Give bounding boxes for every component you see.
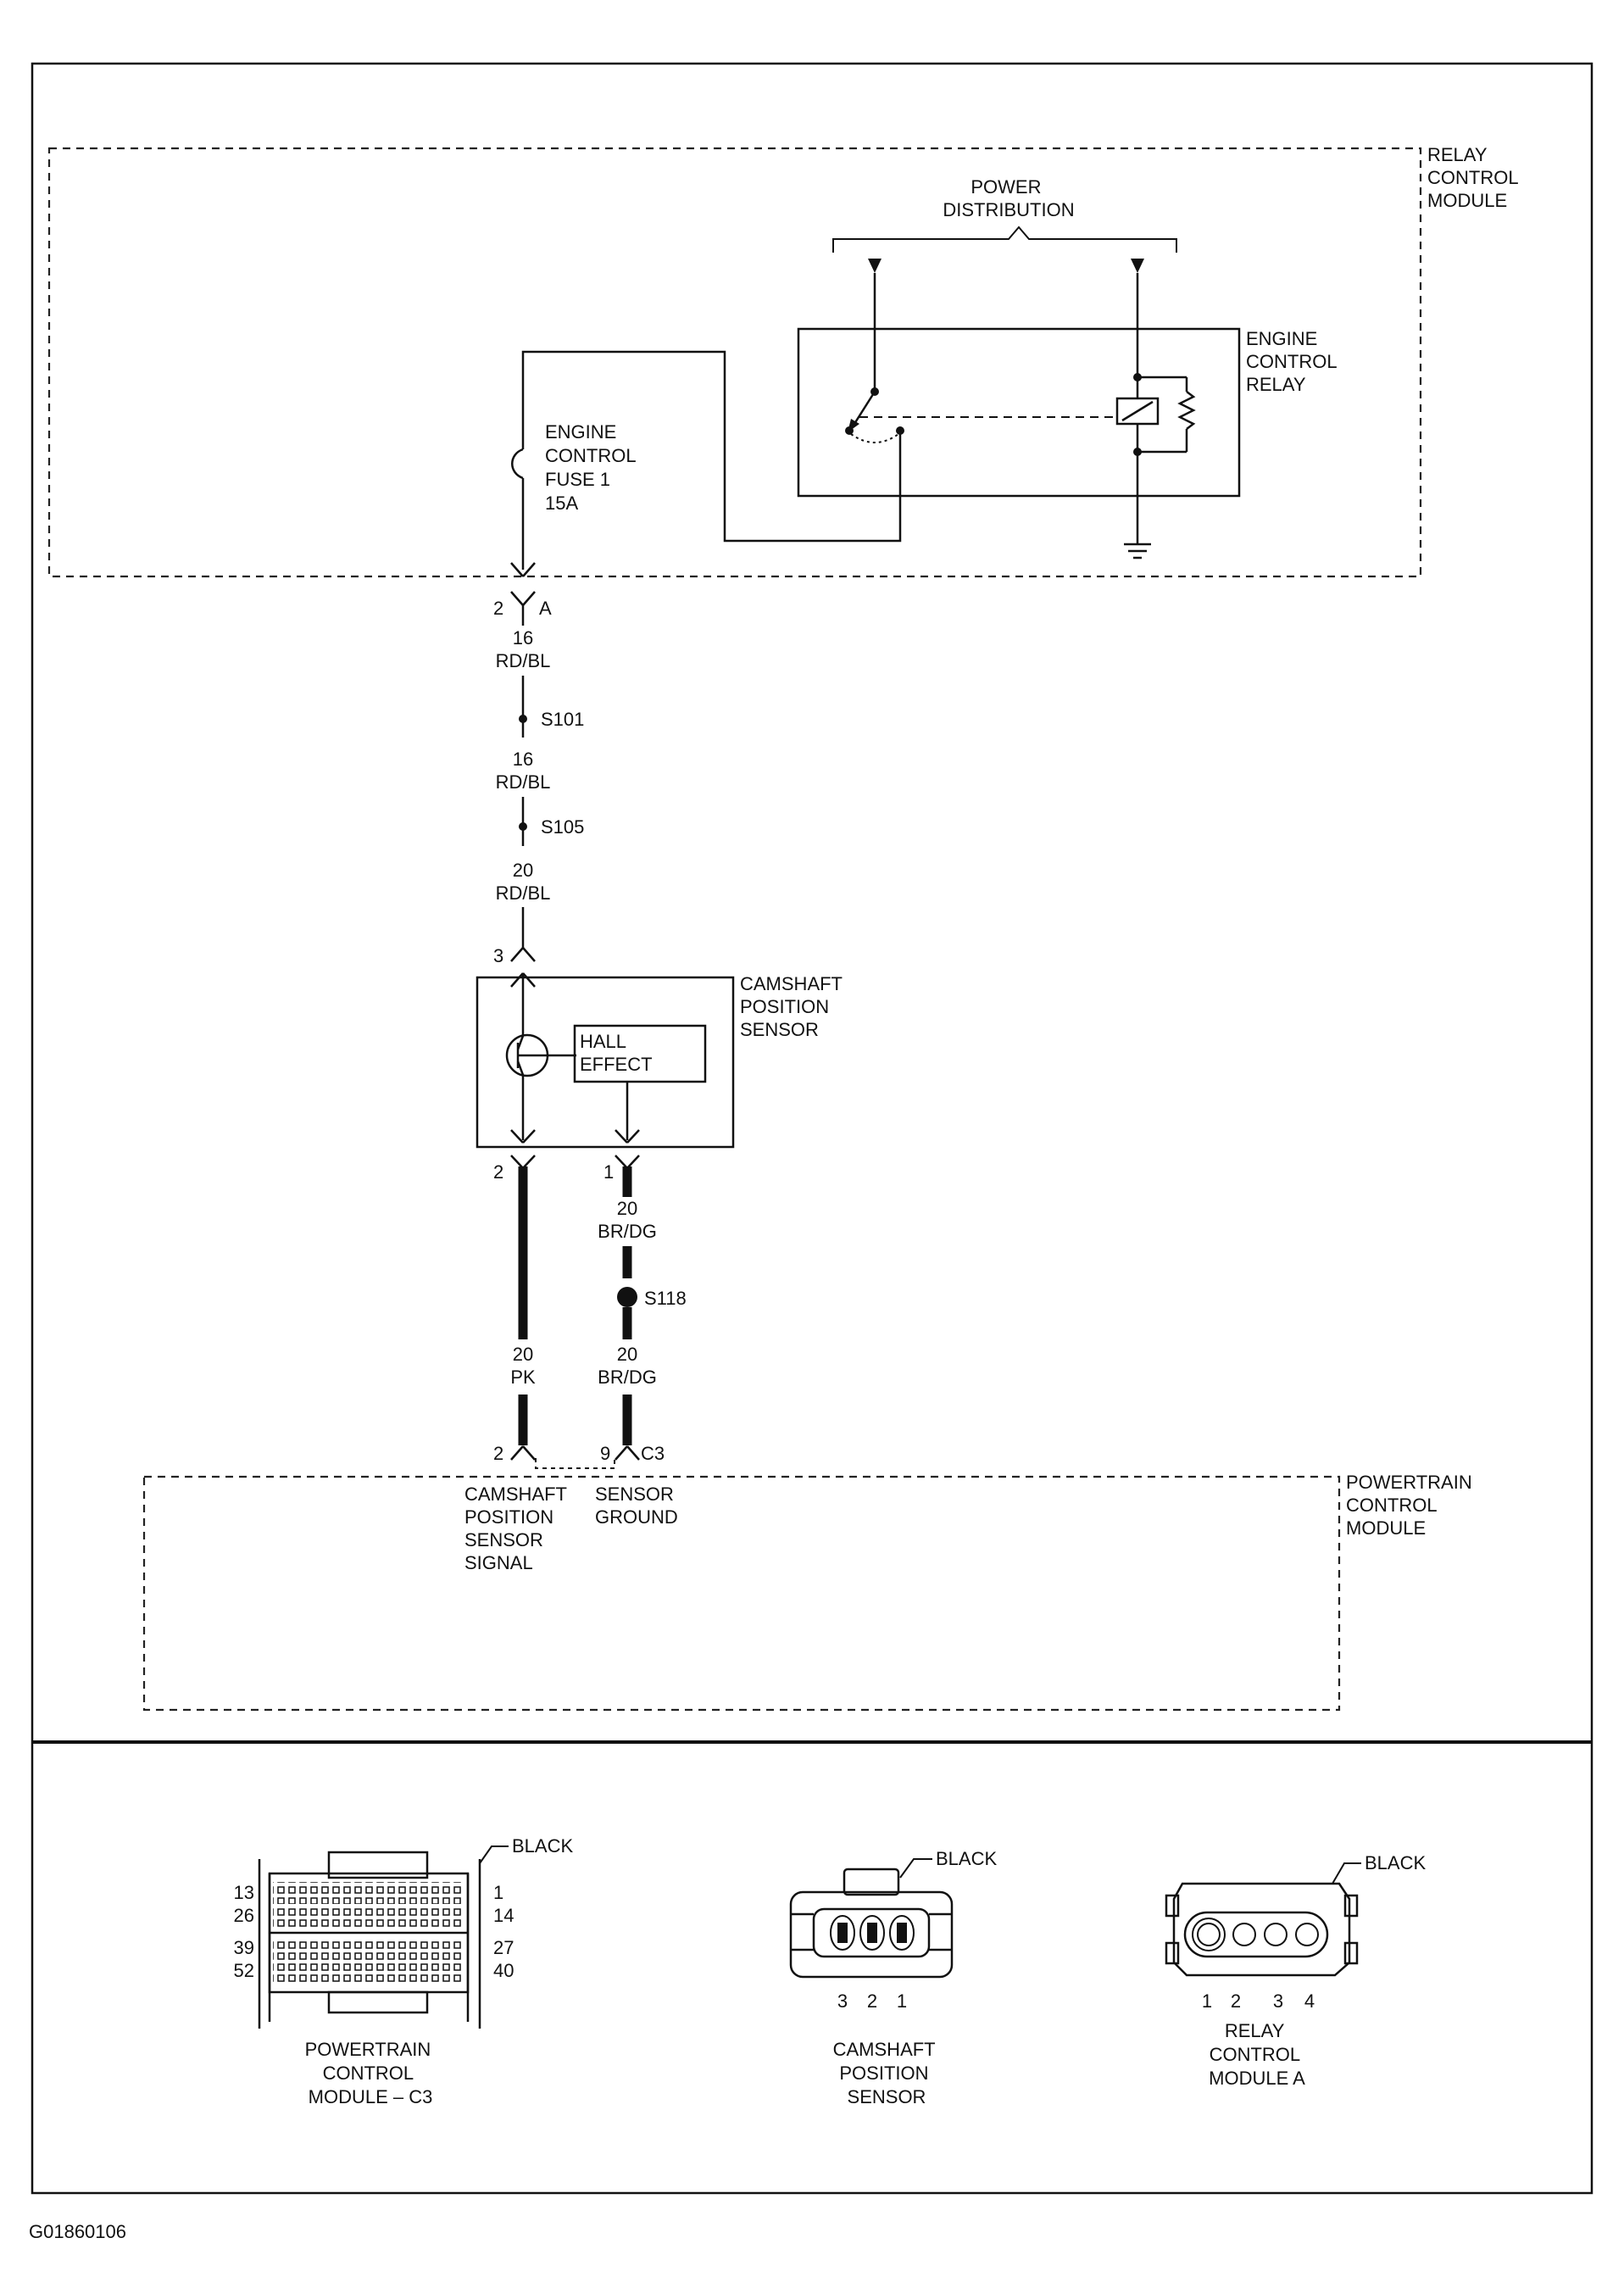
wire5-gauge: 20 (513, 1344, 533, 1365)
rcm-connector-symbol (510, 562, 536, 626)
pcm-connector-link (535, 1458, 615, 1469)
powertrain-control-module-box (142, 1475, 1341, 1712)
hall-effect-label: HALL EFFECT (580, 1031, 653, 1075)
powertrain-control-module-label: POWERTRAIN CONTROL MODULE (1346, 1472, 1477, 1539)
relay-control-module-label: RELAY CONTROL MODULE (1427, 144, 1523, 211)
splice-s105-label: S105 (541, 816, 584, 838)
pcm-pin-1: 1 (493, 1882, 503, 1903)
splice-s118 (617, 1287, 637, 1307)
relay-coil (1115, 273, 1196, 544)
pcm-pin9-connector (615, 1445, 640, 1461)
relay-switch (845, 273, 1117, 443)
rcm-connector-view (1165, 1862, 1361, 1977)
pcm-pin2-number: 2 (493, 1443, 503, 1464)
pcm-pin9-number: 9 (600, 1443, 610, 1464)
cmp-pin1-number: 1 (603, 1161, 614, 1183)
pcm-pin-26: 26 (234, 1905, 254, 1926)
cmp-connector-color: BLACK (936, 1848, 997, 1869)
pcm-pin-27: 27 (493, 1937, 514, 1958)
rcm-view-pin-3: 3 (1273, 1990, 1283, 2012)
power-distribution-label: POWER DISTRIBUTION (943, 176, 1074, 220)
cmp-pin1-connector (615, 1129, 640, 1169)
ground-symbol (1124, 543, 1151, 559)
pcm-pin-39: 39 (234, 1937, 254, 1958)
cmp-pin2-number: 2 (493, 1161, 503, 1183)
pcm-pin-52: 52 (234, 1960, 254, 1981)
wire6-color: BR/DG (598, 1367, 657, 1388)
cmp-connector-view (789, 1858, 954, 1979)
cmp-view-pin-3: 3 (837, 1990, 848, 2012)
camshaft-position-sensor-box (476, 976, 735, 1149)
wire1-gauge: 16 (513, 627, 533, 649)
outer-frame (31, 62, 1593, 2195)
engine-control-relay-box (797, 327, 1241, 498)
engine-control-fuse (511, 448, 524, 480)
cmp-connector-caption: CAMSHAFT POSITION SENSOR (833, 2039, 941, 2107)
pcm-pin-14: 14 (493, 1905, 514, 1926)
pcm-connector-caption: POWERTRAIN CONTROL MODULE – C3 (305, 2039, 437, 2107)
cmp-view-pin-2: 2 (867, 1990, 877, 2012)
rcm-connector-caption: RELAY CONTROL MODULE A (1209, 2020, 1305, 2089)
engine-control-relay-label: ENGINE CONTROL RELAY (1246, 328, 1342, 395)
camshaft-position-sensor-label: CAMSHAFT POSITION SENSOR (740, 973, 848, 1040)
pcm-pin-40: 40 (493, 1960, 514, 1981)
power-distribution-brace (832, 225, 1177, 253)
wire4-gauge: 20 (617, 1198, 637, 1219)
wire2-gauge: 16 (513, 749, 533, 770)
relay-to-fuse-wire (521, 350, 902, 543)
power-arrow-left (868, 259, 882, 273)
wire1-color: RD/BL (496, 650, 551, 671)
pcm-ground-circuit-label: SENSOR GROUND (595, 1484, 679, 1528)
engine-control-fuse-label: ENGINE CONTROL FUSE 1 15A (545, 421, 641, 514)
pcm-pin2-connector (510, 1445, 536, 1461)
cmp-pin3-number: 3 (493, 945, 503, 966)
pcm-connector-color: BLACK (512, 1835, 573, 1857)
wire6-gauge: 20 (617, 1344, 637, 1365)
splice-s105 (519, 822, 527, 831)
cmp-pin2-connector (510, 1129, 536, 1169)
cmp-pin3-connector (510, 947, 536, 988)
splice-s118-label: S118 (644, 1288, 687, 1309)
power-arrow-right (1131, 259, 1144, 273)
hall-effect-element (573, 1024, 707, 1083)
hall-effect-transistor (505, 973, 576, 1140)
rcm-view-pin-1: 1 (1202, 1990, 1212, 2012)
pcm-connector-id: C3 (641, 1443, 665, 1464)
splice-s101-label: S101 (541, 709, 584, 730)
pcm-signal-circuit-label: CAMSHAFT POSITION SENSOR SIGNAL (464, 1484, 572, 1573)
wire3-gauge: 20 (513, 860, 533, 881)
wire5-color: PK (510, 1367, 536, 1388)
rcm-pin-number: 2 (493, 598, 503, 619)
pcm-pin-13: 13 (234, 1882, 254, 1903)
figure-id: G01860106 (29, 2221, 126, 2242)
wire2-color: RD/BL (496, 771, 551, 793)
splice-s101 (519, 715, 527, 723)
rcm-connector-id: A (539, 598, 552, 619)
relay-control-module-box (47, 147, 1422, 578)
rcm-view-pin-2: 2 (1231, 1990, 1241, 2012)
pcm-c3-connector-view (258, 1845, 509, 2029)
rcm-view-pin-4: 4 (1304, 1990, 1315, 2012)
cmp-view-pin-1: 1 (897, 1990, 907, 2012)
wire3-color: RD/BL (496, 882, 551, 904)
wire4-color: BR/DG (598, 1221, 657, 1242)
rcm-connector-color: BLACK (1365, 1852, 1426, 1873)
